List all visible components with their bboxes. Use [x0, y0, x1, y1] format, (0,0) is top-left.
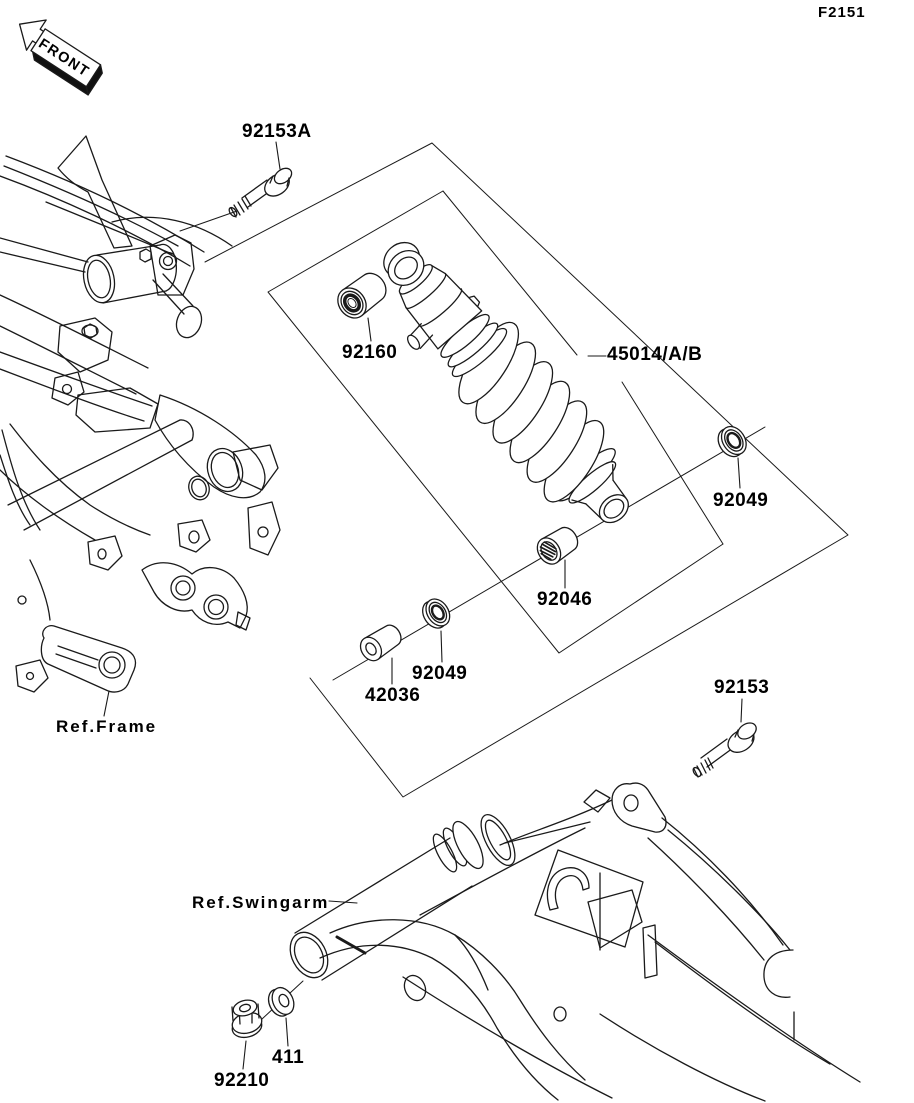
- label-bushing: 92160: [342, 342, 398, 363]
- bearing-92046-art: [536, 526, 579, 565]
- leader-lines: [103, 141, 743, 1070]
- label-nut: 92210: [214, 1070, 270, 1091]
- frame-art: [0, 135, 281, 693]
- nut-92210-art: [231, 999, 263, 1039]
- swingarm-art: [289, 782, 861, 1102]
- label-washer-left: 92049: [412, 663, 468, 684]
- label-ref-swingarm: Ref.Swingarm: [192, 893, 330, 912]
- label-ref-frame: Ref.Frame: [56, 717, 158, 736]
- figure-code: F2151: [818, 4, 866, 21]
- bolt-92153-art: [692, 722, 757, 778]
- bolt-92153a-art: [228, 167, 293, 218]
- label-bolt-upper: 92153A: [242, 121, 312, 142]
- label-washer-small: 411: [272, 1047, 305, 1068]
- label-collar: 42036: [365, 685, 421, 706]
- washer-92049-right-art: [717, 425, 747, 458]
- collar-42036-art: [359, 624, 402, 662]
- label-washer-right: 92049: [713, 490, 769, 511]
- bushing-92160-art: [337, 272, 387, 319]
- label-bolt-lower: 92153: [714, 677, 770, 698]
- shock-absorber-art: [383, 241, 629, 524]
- front-banner: FRONT: [18, 19, 103, 96]
- washer-411-art: [267, 986, 295, 1017]
- label-shock-absorber: 45014/A/B: [607, 344, 703, 365]
- washer-92049-left-art: [422, 598, 451, 629]
- label-bearing: 92046: [537, 589, 593, 610]
